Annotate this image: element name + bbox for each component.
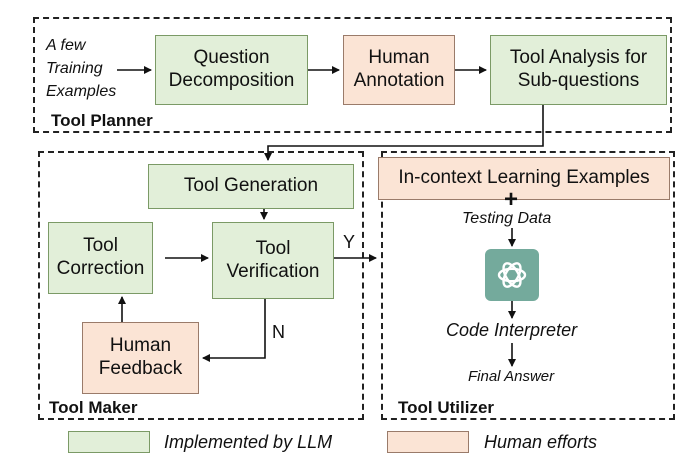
final-answer-label: Final Answer [468,368,555,385]
tool-correction-box: Tool Correction [48,222,153,294]
legend-human-swatch [387,431,469,453]
testing-data-label: Testing Data [462,210,552,227]
legend-llm-swatch [68,431,150,453]
plus-sign: + [504,186,519,213]
openai-logo-icon [485,249,539,301]
human-feedback-box: Human Feedback [82,322,199,394]
in-context-examples-box: In-context Learning Examples [378,157,670,200]
human-annotation-box: Human Annotation [343,35,455,105]
tool-planner-region [33,17,672,133]
no-label: N [272,322,285,342]
tool-analysis-box: Tool Analysis for Sub-questions [490,35,667,105]
question-decomposition-box: Question Decomposition [155,35,308,105]
training-examples-label: A few Training Examples [46,37,117,100]
tool-maker-title: Tool Maker [49,398,138,417]
tool-utilizer-title: Tool Utilizer [398,398,495,417]
code-interpreter-label: Code Interpreter [446,320,578,340]
tool-verification-box: Tool Verification [212,222,334,299]
tool-planner-title: Tool Planner [51,111,153,130]
legend-human-label: Human efforts [484,432,598,452]
tool-generation-box: Tool Generation [148,164,354,209]
legend-llm-label: Implemented by LLM [164,432,333,452]
arrow-planner-to-generation [264,105,544,161]
arrow-verification-no-to-feedback [202,299,266,362]
tool-maker-region [38,151,364,420]
tool-utilizer-region [381,151,675,420]
yes-label: Y [343,232,356,252]
